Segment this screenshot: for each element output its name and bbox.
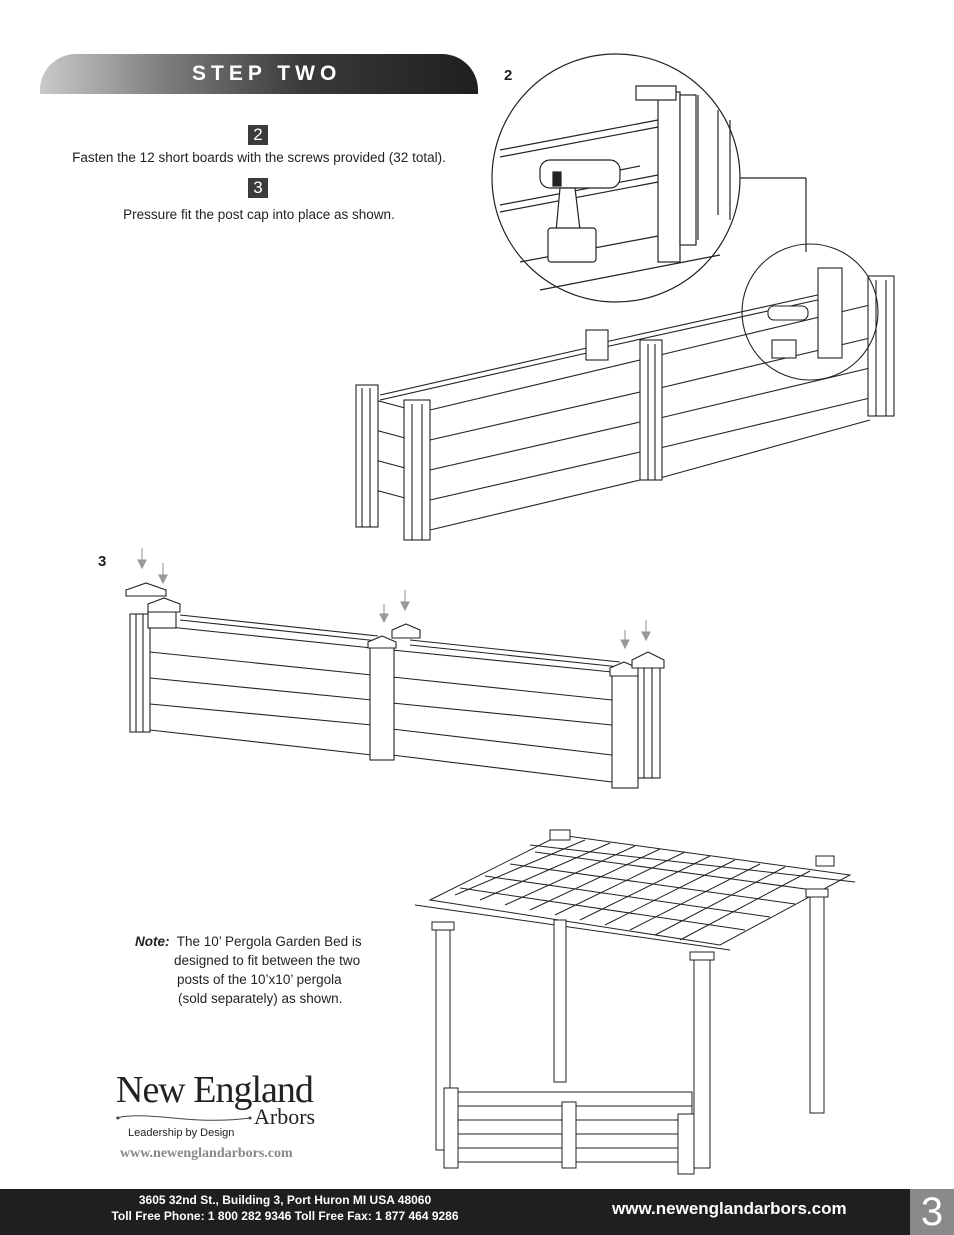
- pergola-note: Note: The 10’ Pergola Garden Bed is desi…: [135, 932, 362, 1008]
- pergola-illustration: [414, 829, 856, 1175]
- footer-phones: Toll Free Phone: 1 800 282 9346 Toll Fre…: [111, 1209, 459, 1223]
- note-line-1: The 10’ Pergola Garden Bed is: [176, 934, 362, 949]
- step-number-2: 2: [248, 125, 268, 145]
- note-label: Note:: [135, 934, 170, 949]
- brand-website-link[interactable]: www.newenglandarbors.com: [120, 1146, 293, 1161]
- figure-label-3: 3: [98, 553, 107, 570]
- footer-address: 3605 32nd St., Building 3, Port Huron MI…: [138, 1193, 432, 1207]
- note-line-3: posts of the 10’x10’ pergola: [177, 972, 342, 987]
- brand-logo-sub: Arbors: [254, 1104, 316, 1129]
- step-banner: [40, 54, 478, 94]
- garden-bed-fig3: [125, 548, 665, 789]
- figure-label-2: 2: [504, 67, 513, 84]
- footer-contact: 3605 32nd St., Building 3, Port Huron MI…: [0, 1192, 570, 1224]
- step-title: STEP TWO: [192, 62, 342, 85]
- footer-bar: [0, 1189, 954, 1235]
- brand-logo-name: New England: [116, 1069, 314, 1111]
- instruction-text-3: Pressure fit the post cap into place as …: [123, 207, 395, 222]
- garden-bed-fig2: [355, 243, 895, 541]
- instruction-text-2: Fasten the 12 short boards with the scre…: [72, 150, 446, 165]
- zoom-detail-circle: [491, 53, 807, 303]
- note-line-4: (sold separately) as shown.: [178, 991, 343, 1006]
- page-number: 3: [910, 1189, 954, 1235]
- footer-website-link[interactable]: www.newenglandarbors.com: [612, 1199, 847, 1218]
- note-line-2: designed to fit between the two: [174, 953, 361, 968]
- step-number-3: 3: [248, 178, 268, 198]
- brand-tagline: Leadership by Design: [128, 1127, 235, 1139]
